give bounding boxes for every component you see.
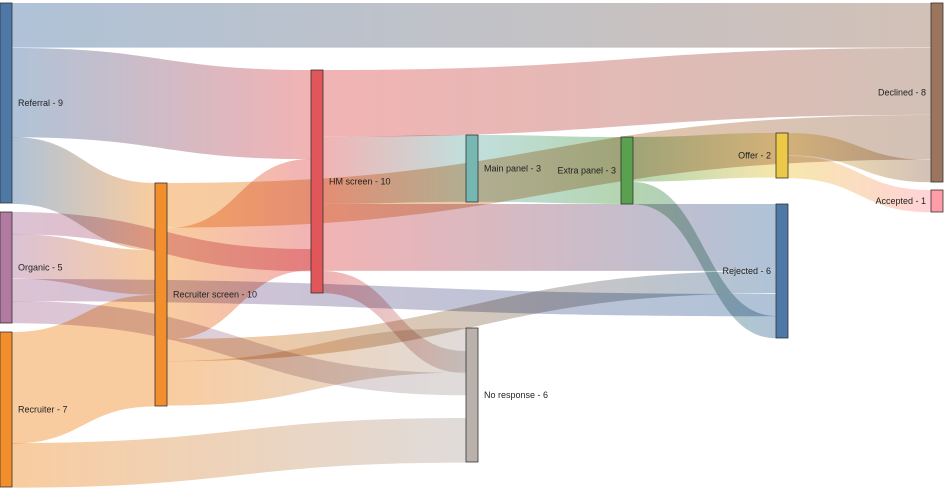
link-extra_panel-to-rejected[interactable] [633,182,776,339]
link-recruiter-to-no_response[interactable] [12,418,466,488]
node-accepted[interactable] [930,189,944,213]
node-label-hm-screen: HM screen - 10 [329,177,391,187]
link-hm_screen-to-rejected[interactable] [323,204,776,271]
node-main-panel[interactable] [465,134,479,203]
node-label-extra-panel: Extra panel - 3 [557,166,616,176]
node-extra-panel[interactable] [620,136,634,205]
node-rejected[interactable] [775,203,789,339]
node-declined[interactable] [930,2,944,183]
node-label-recruiter-screen: Recruiter screen - 10 [173,290,257,300]
node-label-declined: Declined - 8 [878,88,926,98]
node-organic[interactable] [0,211,13,324]
links-layer [12,3,931,488]
link-recruiter_screen-to-no_response[interactable] [167,328,466,406]
link-main_panel-to-extra_panel[interactable] [478,135,621,204]
node-recruiter[interactable] [0,331,13,488]
link-extra_panel-to-offer[interactable] [633,133,776,182]
node-label-no-response: No response - 6 [484,390,548,400]
labels-layer: Referral - 9 Organic - 5 Recruiter - 7 Recr… [18,88,926,415]
node-label-recruiter: Recruiter - 7 [18,405,68,415]
node-label-accepted: Accepted - 1 [875,196,926,206]
node-label-rejected: Rejected - 6 [722,266,771,276]
link-hm_screen-to-no_response[interactable] [323,271,466,374]
link-referral-to-hm_screen[interactable] [12,48,311,160]
link-recruiter_screen-to-rejected[interactable] [167,271,776,362]
link-hm_screen-to-main_panel[interactable] [323,135,466,204]
node-offer[interactable] [775,132,789,179]
node-no-response[interactable] [465,327,479,463]
link-offer-to-declined[interactable] [788,133,931,183]
link-recruiter-to-recruiter_screen[interactable] [12,295,155,444]
link-referral-to-declined[interactable] [12,3,931,48]
node-label-main-panel: Main panel - 3 [484,164,541,174]
link-offer-to-accepted[interactable] [788,156,931,213]
node-recruiter-screen[interactable] [154,182,168,407]
node-label-organic: Organic - 5 [18,263,63,273]
link-hm_screen-to-declined[interactable] [323,48,931,137]
link-recruiter_screen-to-hm_screen[interactable] [167,159,311,340]
node-label-offer: Offer - 2 [738,151,771,161]
node-label-referral: Referral - 9 [18,98,63,108]
node-hm-screen[interactable] [310,69,324,294]
node-referral[interactable] [0,2,13,204]
